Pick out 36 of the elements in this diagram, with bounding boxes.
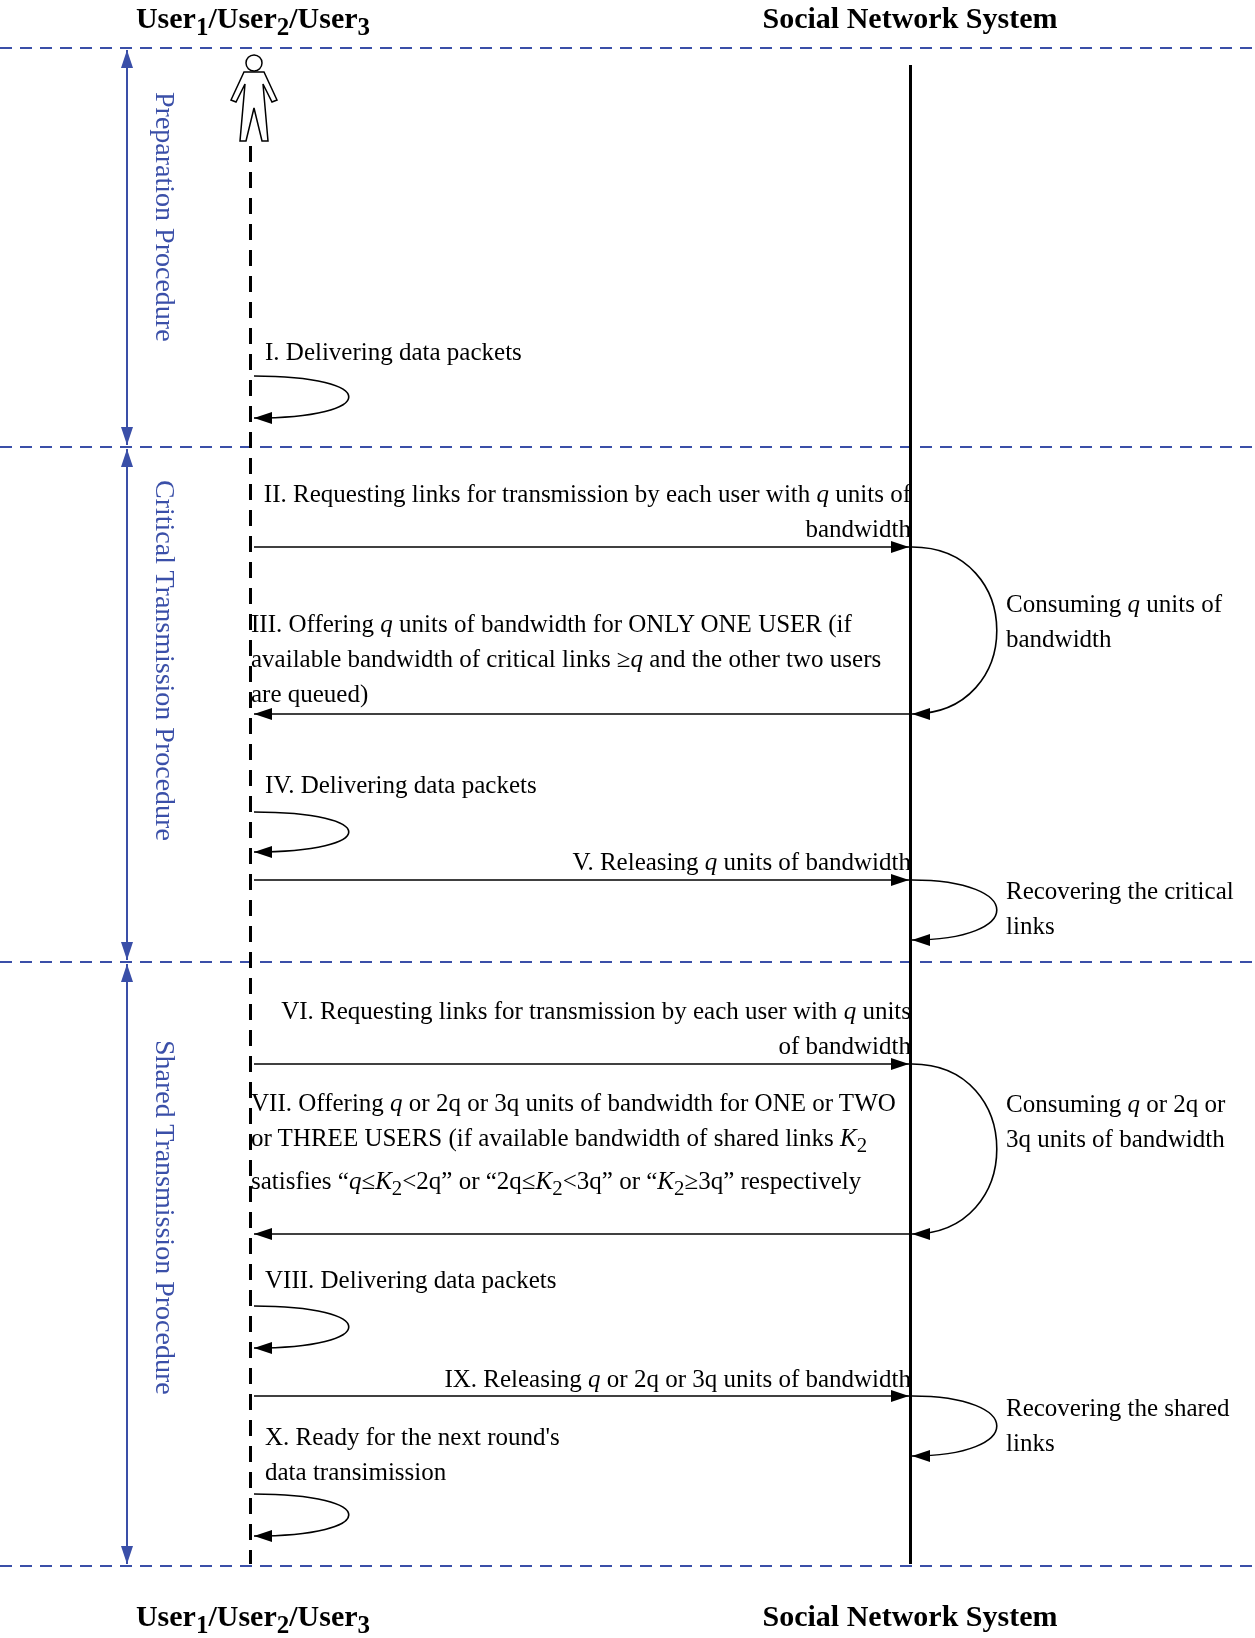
phase-label: Preparation Procedure [149,92,182,342]
edge-label: V. Releasing q units of bandwidth [571,847,911,877]
self-arrow [253,1305,350,1354]
message-arrow [253,1058,910,1070]
edge-label: VI. Requesting links for transmission by each user with q units of bandwidth [280,996,911,1061]
edge-label: X. Ready for the next round's data transimission [265,1422,561,1487]
self-arrow [911,546,998,718]
phase-label: Shared Transmission Procedure [149,1040,182,1395]
edge-label: VII. Offering q or 2q or 3q units of bandwidth for ONE or TWO or THREE USERS (if available bandwidth of shared links K$_{2}$ satisfies “q≤K$_{2}$<2q” or “2q≤K$_{2}$<3q” or “K$_{2}$≥3q” respectively [251,1088,897,1202]
message-arrow [253,708,910,720]
edge-label: VIII. Delivering data packets [265,1265,558,1295]
self-arrow [253,1493,350,1542]
self-arrow [253,375,350,424]
message-arrow [253,541,910,553]
lifeline-header: Social Network System [761,0,1059,36]
lifeline-header: User$_{1}$/User$_{2}$/User$_{3}$ [134,1598,372,1638]
message-arrow [253,1228,910,1240]
lifeline-header: Social Network System [761,1598,1059,1634]
phase-label: Critical Transmission Procedure [149,480,182,841]
self-arrow [911,1395,998,1462]
message-arrow [253,1390,910,1402]
lifeline [249,146,254,1564]
edge-label: III. Offering q units of bandwidth for ONLY ONE USER (if available bandwidth of critical links ≥q and the other two users are queued) [251,609,883,709]
self-arrow [253,811,350,858]
lifeline [909,65,912,1564]
self-arrow [911,879,998,946]
edge-label: I. Delivering data packets [265,337,523,367]
edge-label: Recovering the shared links [1006,1393,1231,1458]
edge-label: IX. Releasing q or 2q or 3q units of bandwidth [443,1364,911,1394]
message-arrow [253,874,910,886]
edge-label: Recovering the critical links [1006,876,1235,941]
edge-label: IV. Delivering data packets [265,770,538,800]
edge-label: Consuming q units of bandwidth [1006,589,1223,654]
edge-label: Consuming q or 2q or 3q units of bandwidth [1006,1089,1227,1154]
lifeline-header: User$_{1}$/User$_{2}$/User$_{3}$ [134,0,372,42]
self-arrow [911,1063,998,1238]
